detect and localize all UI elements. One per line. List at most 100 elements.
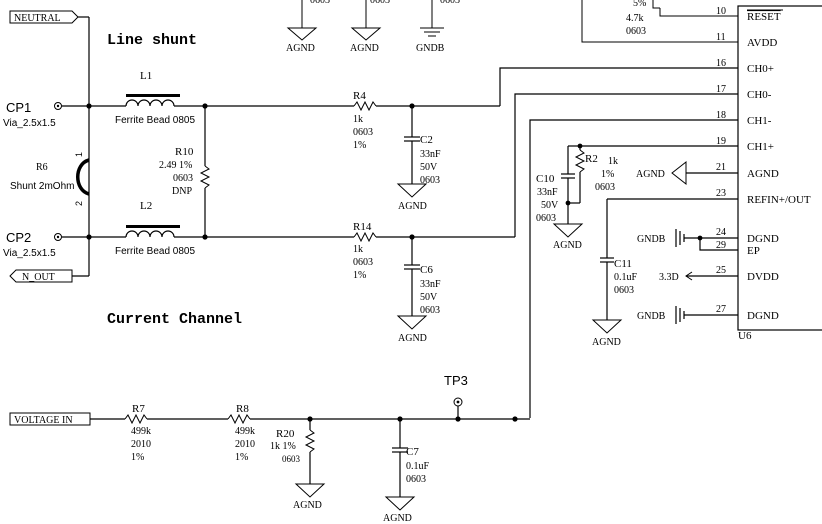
u6-pin-num-23: 23: [716, 188, 726, 199]
agnd-label-r20: AGND: [293, 500, 322, 511]
cp2-connector: CP2 Via_2.5x1.5: [3, 230, 89, 259]
r10-pkg: 0603: [173, 173, 193, 184]
u6-ic: U6 10 RESET 11 AVDD 16 CH0+ 17 CH0- 18 C…: [716, 5, 822, 342]
l2-value: Ferrite Bead 0805: [115, 246, 195, 257]
r20-pkg: 0603: [282, 454, 301, 464]
cp1-ref: CP1: [6, 100, 31, 115]
u6-pin-name-ch1p: CH1+: [747, 141, 774, 153]
agnd-label-c10: AGND: [553, 240, 582, 251]
r10-note: DNP: [172, 186, 192, 197]
r6-shunt: R6 Shunt 2mOhm 1 2: [10, 152, 90, 206]
agnd-label-pin21: AGND: [636, 169, 665, 180]
c10-value: 33nF: [537, 187, 558, 198]
c7-value: 0.1uF: [406, 461, 430, 472]
net-label-voltage-in-text: VOLTAGE IN: [14, 415, 73, 426]
r4-ref: R4: [353, 90, 366, 102]
net-label-n-out: N_OUT: [9, 269, 89, 283]
u6-pin-name-dgnd-2: DGND: [747, 310, 779, 322]
c6-capacitor: C6 33nF 50V 0603 AGND: [396, 237, 441, 344]
u6-pin-name-dgnd-1: DGND: [747, 233, 779, 245]
u6-pin-num-18: 18: [716, 110, 726, 121]
tp3-test-point: TP3: [444, 373, 468, 419]
c2-volt: 50V: [420, 162, 438, 173]
cp2-value: Via_2.5x1.5: [3, 248, 56, 259]
c11-value: 0.1uF: [614, 272, 638, 283]
cp1-connector: CP1 Via_2.5x1.5: [3, 100, 89, 129]
top-res-value: 4.7k: [626, 13, 644, 24]
c10-ref: C10: [536, 173, 555, 185]
u6-pin-name-agnd: AGND: [747, 168, 779, 180]
agnd-label-c6: AGND: [398, 333, 427, 344]
u6-pin-name-ch0p: CH0+: [747, 63, 774, 75]
r14-tol: 1%: [353, 270, 366, 281]
c7-pkg: 0603: [406, 474, 426, 485]
r20-value: 1k 1%: [270, 441, 296, 452]
u6-pin-name-ch0n: CH0-: [747, 89, 772, 101]
top-fragment-pkg-3: 0603: [440, 0, 460, 6]
r8-ref: R8: [236, 403, 249, 415]
net-label-neutral: NEUTRAL: [9, 10, 89, 24]
agnd-symbol-c10: [552, 223, 584, 238]
agnd-label-top-1: AGND: [286, 43, 315, 54]
gndb-label-pin24: GNDB: [637, 234, 666, 245]
agnd-label-c7: AGND: [383, 513, 412, 524]
u6-pin-name-refin: REFIN+/OUT: [747, 194, 811, 206]
gndb-label-pin27: GNDB: [637, 311, 666, 322]
r14-value: 1k: [353, 244, 363, 255]
u6-pin-num-10: 10: [716, 6, 726, 17]
u6-pin-name-avdd: AVDD: [747, 37, 777, 49]
r4-resistor: R4 1k 0603 1%: [205, 90, 500, 151]
u6-pin-name-dvdd: DVDD: [747, 271, 779, 283]
r2-tol: 1%: [601, 169, 614, 180]
u6-pin-num-16: 16: [716, 58, 726, 69]
top-fragment-pkg-1: 0603: [310, 0, 330, 6]
u6-pin-name-ch1n: CH1-: [747, 115, 772, 127]
top-right-resistor: 5% 4.7k 0603: [581, 0, 738, 43]
c7-capacitor: C7 0.1uF 0603 AGND: [383, 419, 430, 524]
r20-ref: R20: [276, 428, 295, 440]
r4-value: 1k: [353, 114, 363, 125]
r8-resistor: R8 499k 2010 1%: [227, 403, 255, 463]
c6-volt: 50V: [420, 292, 438, 303]
top-res-tol: 5%: [633, 0, 646, 9]
r8-pkg: 2010: [235, 439, 255, 450]
l2-ferrite-bead: L2 Ferrite Bead 0805: [89, 200, 205, 257]
r6-pin1: 1: [74, 152, 84, 157]
heading-line-shunt: Line shunt: [107, 32, 197, 49]
r4-pkg: 0603: [353, 127, 373, 138]
c2-value: 33nF: [420, 149, 441, 160]
agnd-symbol-c2: [396, 183, 428, 198]
u6-ref: U6: [738, 330, 752, 342]
gndb-label-top: GNDB: [416, 43, 445, 54]
u6-pin-num-27: 27: [716, 304, 726, 315]
r7-ref: R7: [132, 403, 145, 415]
top-fragment-pkg-2: 0603: [370, 0, 390, 6]
r7-value: 499k: [131, 426, 151, 437]
agnd-label-top-2: AGND: [350, 43, 379, 54]
u6-pin-num-21: 21: [716, 162, 726, 173]
agnd-symbol-r20: [294, 483, 326, 498]
agnd-symbol-top-2: [350, 27, 382, 41]
r6-ref: R6: [36, 162, 48, 173]
c6-pkg: 0603: [420, 305, 440, 316]
agnd-label-c2: AGND: [398, 201, 427, 212]
r2-pkg: 0603: [595, 182, 615, 193]
u6-pin-name-reset: RESET: [747, 11, 781, 23]
r10-resistor: R10 2.49 1% 0603 DNP: [159, 106, 211, 237]
u6-pin-name-ep: EP: [747, 245, 760, 257]
net-label-n-out-text: N_OUT: [22, 272, 55, 283]
agnd-symbol-c6: [396, 315, 428, 330]
agnd-symbol-c11: [591, 319, 623, 334]
c7-ref: C7: [406, 446, 419, 458]
c10-volt: 50V: [541, 200, 559, 211]
u6-pin-num-17: 17: [716, 84, 726, 95]
r14-ref: R14: [353, 221, 372, 233]
r2-ref: R2: [585, 153, 598, 165]
r6-pin2: 2: [74, 201, 84, 206]
u6-pin-num-19: 19: [716, 136, 726, 147]
r2-resistor: R2 1k 1% 0603: [574, 149, 618, 203]
c11-pkg: 0603: [614, 285, 634, 296]
cp2-ref: CP2: [6, 230, 31, 245]
r4-tol: 1%: [353, 140, 366, 151]
r7-resistor: R7 499k 2010 1%: [124, 403, 151, 463]
